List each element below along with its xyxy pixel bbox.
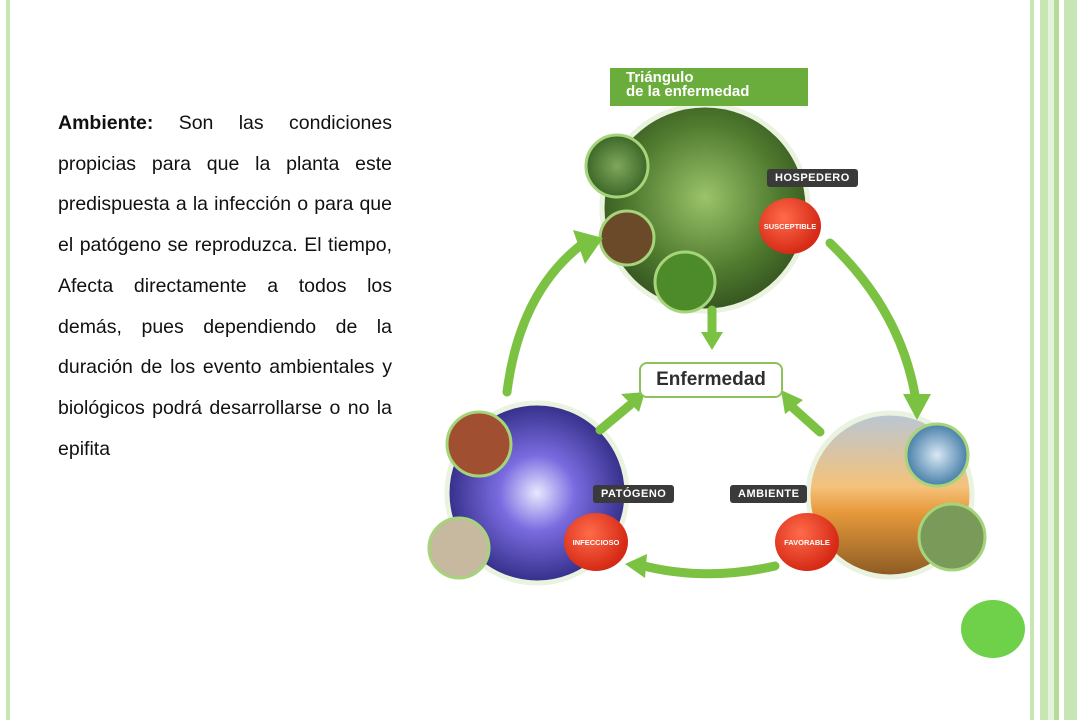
diagram-graphics bbox=[427, 102, 987, 586]
title-line-2: de la enfermedad bbox=[626, 83, 750, 100]
host-leaf-inset-2 bbox=[598, 209, 656, 267]
title-line-1: Triángulo bbox=[626, 69, 694, 86]
arrowhead-pathogen bbox=[625, 554, 647, 578]
environment-inset-water bbox=[904, 422, 970, 488]
host-label: HOSPEDERO bbox=[767, 169, 858, 187]
environment-label: AMBIENTE bbox=[730, 485, 808, 503]
right-decorative-stripes bbox=[1030, 0, 1077, 720]
arrow-host-to-environment bbox=[825, 238, 920, 400]
arrowhead-host bbox=[573, 230, 603, 264]
ambiente-body: Son las condiciones propicias para que l… bbox=[58, 112, 392, 460]
ambiente-label: Ambiente: bbox=[58, 112, 154, 134]
ambiente-paragraph: Ambiente: Son las condiciones propicias … bbox=[58, 103, 392, 469]
pathogen-inset-1 bbox=[445, 410, 513, 478]
host-badge: SUSCEPTIBLE bbox=[759, 198, 821, 254]
pathogen-badge: INFECCIOSO bbox=[564, 513, 628, 571]
arrow-environment-to-center bbox=[786, 401, 825, 437]
diagram-title: Triángulo de la enfermedad bbox=[610, 68, 808, 106]
decorative-green-circle bbox=[961, 600, 1025, 658]
host-leaf-inset-3 bbox=[653, 250, 717, 314]
arrowhead-environment bbox=[903, 394, 931, 420]
pathogen-inset-2 bbox=[427, 516, 491, 580]
environment-inset-field bbox=[917, 502, 987, 572]
environment-badge: FAVORABLE bbox=[775, 513, 839, 571]
pathogen-label: PATÓGENO bbox=[593, 485, 675, 503]
arrow-pathogen-to-host bbox=[502, 237, 590, 397]
arrow-pathogen-to-center bbox=[595, 400, 635, 435]
disease-triangle-diagram: Triángulo de la enfermedad HOSPEDERO SUS… bbox=[425, 60, 1005, 600]
center-disease-box: Enfermedad bbox=[639, 362, 783, 398]
left-border-stripe bbox=[6, 0, 10, 720]
host-leaf-inset-1 bbox=[584, 133, 650, 199]
arrow-environment-to-pathogen bbox=[635, 560, 780, 579]
